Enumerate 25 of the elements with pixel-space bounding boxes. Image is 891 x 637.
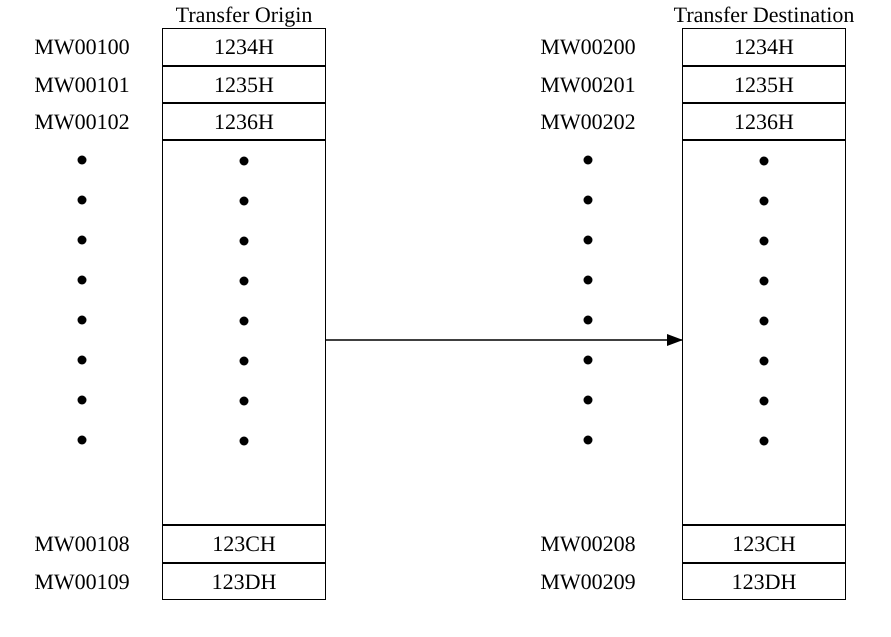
- address-label: MW00202: [539, 110, 637, 134]
- memory-cell: 1236H: [162, 103, 326, 140]
- table-heading: Transfer Origin: [176, 2, 312, 28]
- memory-cell: 123CH: [682, 525, 846, 563]
- address-label: MW00108: [33, 532, 131, 556]
- memory-block: [162, 140, 326, 525]
- address-label: MW00102: [33, 110, 131, 134]
- memory-cell: 1234H: [162, 28, 326, 66]
- arrow: [326, 334, 683, 346]
- memory-cell: 1235H: [162, 66, 326, 103]
- memory-cell: 1235H: [682, 66, 846, 103]
- address-label: MW00109: [33, 570, 131, 594]
- memory-cell: 1234H: [682, 28, 846, 66]
- address-label: MW00209: [539, 570, 637, 594]
- address-label: MW00101: [33, 72, 131, 96]
- address-label: MW00208: [539, 532, 637, 556]
- address-label: MW00100: [33, 35, 131, 59]
- memory-cell: 123DH: [162, 563, 326, 600]
- memory-cell: 1236H: [682, 103, 846, 140]
- memory-cell: 123DH: [682, 563, 846, 600]
- memory-cell: 123CH: [162, 525, 326, 563]
- address-label: MW00200: [539, 35, 637, 59]
- address-label: MW00201: [539, 72, 637, 96]
- table-heading: Transfer Destination: [674, 2, 854, 28]
- memory-block: [682, 140, 846, 525]
